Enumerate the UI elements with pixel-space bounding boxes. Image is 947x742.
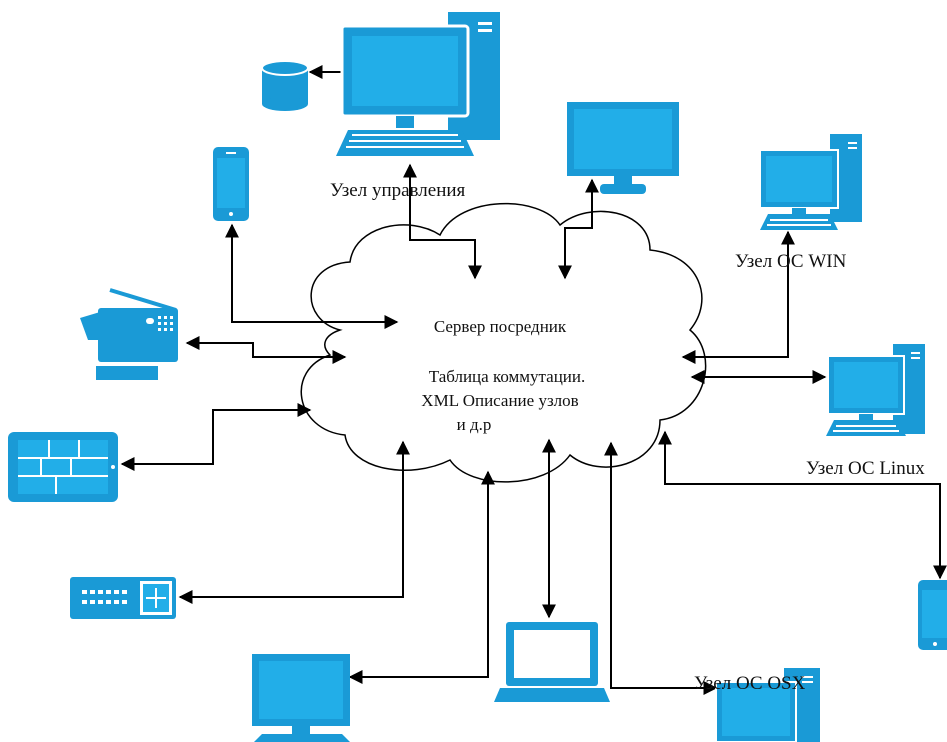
tablet [8, 432, 118, 502]
monitor-icon [567, 102, 679, 194]
connections [120, 65, 947, 695]
link-win [681, 230, 795, 364]
smartphone-icon [918, 580, 947, 650]
database-icon [261, 60, 309, 111]
win-node-label: Узел ОС WIN [735, 251, 847, 272]
desktop-with-tower-icon [826, 344, 925, 436]
cloud-line-1: Таблица коммутации. [429, 367, 586, 386]
desktop-icon [252, 654, 350, 742]
network-switch [70, 577, 176, 619]
link-phone-right [658, 430, 947, 580]
control-node: Узел управления [330, 12, 500, 201]
desktop-with-tower-icon [336, 12, 500, 156]
laptop-icon [494, 622, 610, 702]
link-switch [178, 440, 410, 604]
control-node-label: Узел управления [330, 180, 466, 201]
laptop [494, 622, 610, 702]
link-osx [604, 441, 718, 695]
desktop-with-tower-icon [715, 668, 820, 742]
bottom-workstation [252, 654, 350, 742]
smartphone-left [213, 147, 249, 221]
proxy-server-cloud: Сервер посредник Таблица коммутации. XML… [300, 202, 707, 483]
linux-node-label: Узел ОС Linux [806, 458, 925, 479]
smartphone-icon [213, 147, 249, 221]
network-switch-icon [70, 577, 176, 619]
fax-printer-icon [80, 288, 178, 380]
osx-node-label: Узел ОС OSX [694, 673, 806, 694]
desktop-with-tower-icon [759, 134, 862, 230]
link-workstation [348, 470, 495, 684]
cloud-line-3: и д.р [457, 415, 492, 434]
cloud-title: Сервер посредник [434, 317, 567, 336]
link-monitor [558, 178, 599, 280]
smartphone-right [918, 580, 947, 650]
link-fax [185, 336, 347, 364]
tablet-icon [8, 432, 118, 502]
win-node: Узел ОС WIN [735, 134, 862, 272]
link-control [403, 163, 482, 280]
osx-node: Узел ОС OSX [694, 668, 820, 742]
link-tablet [120, 403, 312, 471]
fax-printer [80, 288, 178, 380]
link-phone-left [225, 223, 399, 329]
cloud-line-2: XML Описание узлов [421, 391, 578, 410]
linux-node: Узел ОС Linux [806, 344, 925, 479]
